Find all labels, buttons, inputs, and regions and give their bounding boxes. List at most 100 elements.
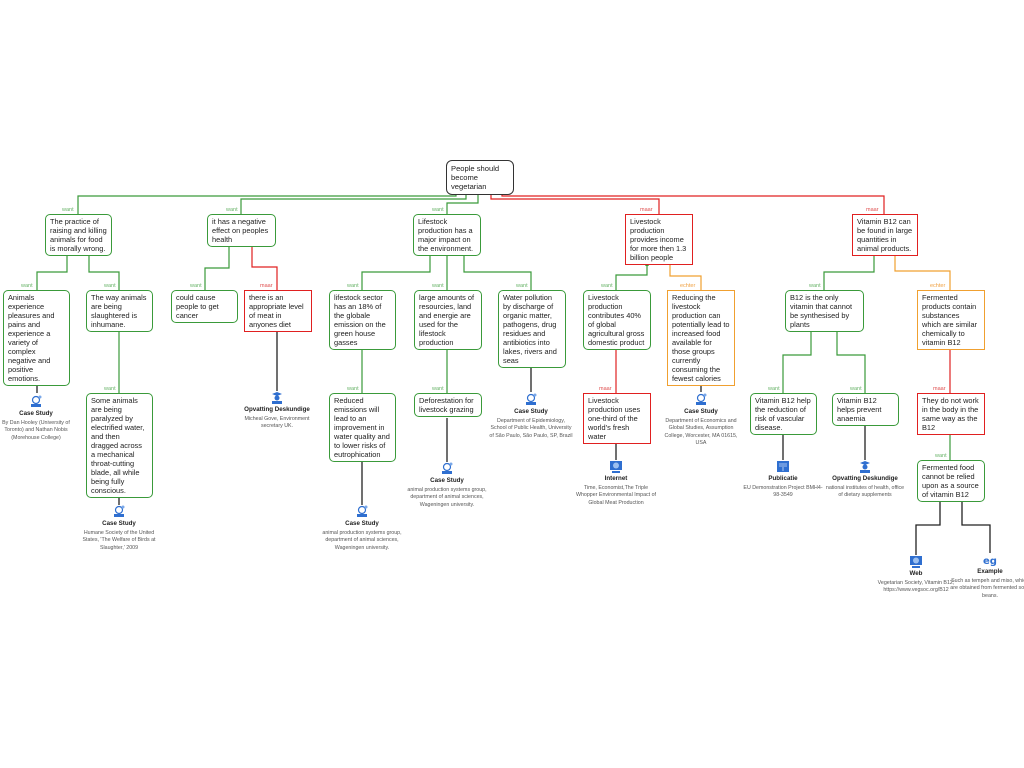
- source-description: animal production systems group, departm…: [407, 487, 487, 508]
- argument-node-b2[interactable]: there is an appropriate level of meat in…: [244, 290, 312, 332]
- internet-icon: [609, 460, 623, 473]
- link-label-maar: maar: [640, 207, 653, 213]
- case-study-icon: [355, 505, 369, 518]
- link-label-want: want: [809, 283, 821, 289]
- case-study-icon: [524, 393, 538, 406]
- argument-node-a1[interactable]: Animals experience pleasures and pains a…: [3, 290, 70, 386]
- example-icon: eg: [983, 553, 997, 567]
- source-description: national institutes of health, office of…: [825, 485, 905, 499]
- argument-node-d2[interactable]: Reducing the livestock production can po…: [667, 290, 735, 386]
- argument-node-d1[interactable]: Livestock production contributes 40% of …: [583, 290, 651, 350]
- link-label-want: want: [104, 386, 116, 392]
- link-label-want: want: [432, 207, 444, 213]
- source-description: Time, Economist,The Triple Whopper Envir…: [575, 485, 657, 506]
- svg-text:eg: eg: [983, 556, 997, 566]
- argument-node-a[interactable]: The practice of raising and killing anim…: [45, 214, 112, 256]
- source-description: By Dan Hooley (University of Toronto) an…: [2, 420, 70, 441]
- argument-node-e[interactable]: Vitamin B12 can be found in large quanti…: [852, 214, 918, 256]
- link-label-maar: maar: [866, 207, 879, 213]
- source-description: Such as tempeh and miso, which are obtai…: [950, 578, 1024, 599]
- link-label-want: want: [21, 283, 33, 289]
- source-title: Web: [909, 570, 923, 577]
- link-label-want: want: [850, 386, 862, 392]
- case-study-icon: [694, 393, 708, 406]
- argument-link: [669, 263, 702, 290]
- expert-icon: [270, 391, 284, 404]
- link-label-echter: echter: [930, 283, 946, 289]
- link-label-want: want: [104, 283, 116, 289]
- source-description: Department of Epidemiology, School of Pu…: [489, 418, 573, 439]
- source-title: Case Study: [514, 408, 548, 415]
- argument-node-e2a[interactable]: They do not work in the body in the same…: [917, 393, 985, 435]
- source-title: Case Study: [102, 520, 136, 527]
- argument-node-d[interactable]: Livestock production provides income for…: [625, 214, 693, 265]
- source-title: Opvatting Deskundige: [832, 475, 898, 482]
- source-sa1[interactable]: Case Study By Dan Hooley (University of T…: [0, 395, 78, 442]
- source-title: Example: [977, 568, 1003, 575]
- source-description: animal production systems group, departm…: [322, 530, 402, 551]
- argument-link: [361, 253, 431, 290]
- argument-link: [251, 244, 278, 290]
- link-label-want: want: [190, 283, 202, 289]
- argument-link: [894, 252, 951, 290]
- argument-node-e2[interactable]: Fermented products contain substances wh…: [917, 290, 985, 350]
- argument-node-b[interactable]: it has a negative effect on peoples heal…: [207, 214, 276, 247]
- link-label-want: want: [768, 386, 780, 392]
- source-title: Case Study: [430, 477, 464, 484]
- link-label-want: want: [432, 283, 444, 289]
- argument-node-c2[interactable]: large amounts of resourcies, land and en…: [414, 290, 482, 350]
- case-study-icon: [440, 462, 454, 475]
- argument-link: [88, 253, 120, 290]
- argument-node-e1[interactable]: B12 is the only vitamin that cannot be s…: [785, 290, 864, 332]
- source-sc2a[interactable]: Case Study animal production systems grou…: [405, 462, 489, 509]
- source-description: Vegetarian Society, Vitamin B12, https:/…: [877, 580, 955, 594]
- argument-node-c1a[interactable]: Reduced emissions will lead to an improv…: [329, 393, 396, 462]
- argument-node-a2[interactable]: The way animals are being slaughtered is…: [86, 290, 153, 332]
- argument-node-b1[interactable]: could cause people to get cancer: [171, 290, 238, 323]
- argument-link: [782, 320, 812, 393]
- source-title: Publicatie: [768, 475, 798, 482]
- case-study-icon: [112, 505, 126, 518]
- argument-link: [204, 244, 230, 290]
- main-claim-node[interactable]: People should become vegetarian: [446, 160, 514, 195]
- link-label-echter: echter: [680, 283, 696, 289]
- argument-node-c1[interactable]: lifestock sector has an 18% of the globa…: [329, 290, 396, 350]
- link-label-want: want: [347, 386, 359, 392]
- link-label-want: want: [601, 283, 613, 289]
- link-label-maar: maar: [599, 386, 612, 392]
- argument-node-c3[interactable]: Water pollution by discharge of organic …: [498, 290, 566, 368]
- argument-link: [490, 185, 660, 214]
- expert-icon: [858, 460, 872, 473]
- link-label-want: want: [432, 386, 444, 392]
- argument-node-a2a[interactable]: Some animals are being paralyzed by elec…: [86, 393, 153, 498]
- argument-link: [36, 253, 68, 290]
- argument-link: [463, 253, 532, 290]
- case-study-icon: [29, 395, 43, 408]
- source-link: [961, 500, 991, 553]
- link-label-want: want: [226, 207, 238, 213]
- source-title: Case Study: [19, 410, 53, 417]
- argument-node-e1a[interactable]: Vitamin B12 help the reduction of risk o…: [750, 393, 817, 435]
- argument-link: [615, 263, 648, 290]
- link-label-want: want: [516, 283, 528, 289]
- argument-node-d1a[interactable]: Livestock production uses one-third of t…: [583, 393, 651, 444]
- source-title: Opvatting Deskundige: [244, 406, 310, 413]
- argument-node-c[interactable]: Lifestock production has a major impact …: [413, 214, 481, 256]
- source-se1b[interactable]: Opvatting Deskundige national institutes …: [823, 460, 907, 500]
- publication-icon: [776, 460, 790, 473]
- source-description: Department of Economics and Global Studi…: [664, 418, 738, 446]
- link-label-maar: maar: [933, 386, 946, 392]
- argument-node-c2a[interactable]: Deforestation for livestock grazing: [414, 393, 482, 417]
- argument-node-e1b[interactable]: Vitamin B12 helps prevent anaemia: [832, 393, 899, 426]
- argument-node-e2b[interactable]: Fermented food cannot be relied upon as …: [917, 460, 985, 502]
